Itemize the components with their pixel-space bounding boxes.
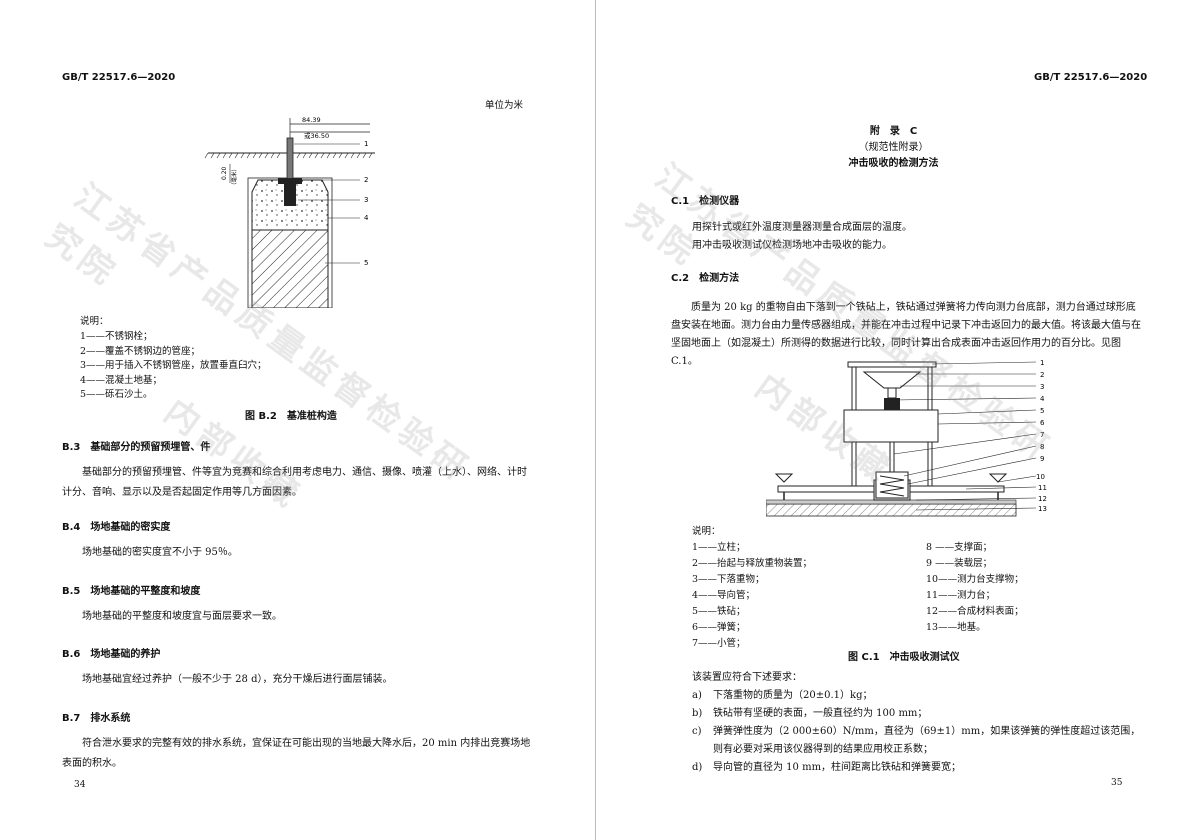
callout-4: 4: [364, 214, 369, 222]
section-heading-b7: B.7 排水系统: [62, 713, 131, 724]
page-35: GB/T 22517.6—2020 附 录 C （规范性附录） 冲击吸收的检测方…: [596, 0, 1191, 840]
legend-item: 9 ——装载层；: [926, 558, 993, 569]
legend-item: 6——弹簧；: [692, 622, 746, 633]
section-paragraph-b5: 场地基础的平整度和坡度宜与面层要求一致。: [82, 611, 282, 622]
fig-callout-7: 7: [1040, 431, 1044, 439]
legend-item: 4——混凝土地基；: [80, 375, 163, 386]
legend-item: 2——覆盖不锈钢边的管座；: [80, 346, 201, 357]
requirement-label: b): [692, 708, 703, 719]
legend-item: 1——不锈钢栓；: [80, 331, 153, 342]
requirement-text: 弹簧弹性度为（2 000±60）N/mm，直径为（69±1）mm，如果该弹簧的弹…: [713, 726, 1141, 755]
page-number: 35: [1111, 778, 1123, 788]
fig-callout-1: 1: [1040, 359, 1044, 367]
page-gutter: [595, 0, 596, 840]
fig-callout-5: 5: [1040, 407, 1044, 415]
figure-caption: 图 B.2 基准桩构造: [245, 411, 337, 422]
page-34: GB/T 22517.6—2020 单位为米 84.39 或36.50: [0, 0, 595, 840]
dim-bottom-label: 或36.50: [304, 131, 329, 140]
section-heading-b5: B.5 场地基础的平整度和坡度: [62, 586, 201, 597]
fig-callout-12: 12: [1038, 495, 1047, 503]
section-paragraph-b3: 基础部分的预留预埋管、件等宜为竞赛和综合利用考虑电力、通信、摄像、喷灌（上水）、…: [62, 467, 527, 498]
callout-5: 5: [364, 259, 368, 267]
annex-name: 冲击吸收的检测方法: [848, 158, 939, 169]
requirement-text: 铁砧带有坚硬的表面，一般直径约为 100 mm；: [713, 708, 928, 719]
units-note: 单位为米: [485, 100, 524, 111]
legend-item: 4——导向管；: [692, 590, 756, 601]
section-heading-c2: C.2 检测方法: [671, 273, 740, 284]
section-heading-b6: B.6 场地基础的养护: [62, 649, 161, 660]
legend-item: 3——用于插入不锈钢管座，放置垂直臼穴；: [80, 360, 267, 371]
annex-subtitle: （规范性附录）: [858, 142, 929, 153]
callout-2: 2: [364, 176, 368, 184]
section-heading-b4: B.4 场地基础的密实度: [62, 522, 171, 533]
legend-title: 说明：: [692, 526, 721, 537]
fig-callout-9: 9: [1040, 455, 1044, 463]
fig-callout-3: 3: [1040, 383, 1044, 391]
legend-item: 5——铁砧；: [692, 606, 746, 617]
figure-caption: 图 C.1 冲击吸收测试仪: [848, 652, 960, 663]
fig-callout-2: 2: [1040, 371, 1044, 379]
dim-vertical-label: 0.20: [221, 166, 228, 180]
legend-item: 5——砾石沙土。: [80, 389, 153, 400]
requirement-text: 下落重物的质量为（20±0.1）kg；: [713, 690, 873, 701]
requirement-label: d): [692, 762, 703, 773]
legend-item: 11——测力台；: [926, 590, 996, 601]
section-paragraph-c2: 质量为 20 kg 的重物自由下落到一个铁砧上，铁砧通过弹簧将力传向测力台底部，…: [671, 302, 1141, 367]
fig-callout-8: 8: [1040, 443, 1044, 451]
legend-item: 10——测力台支撑物；: [926, 574, 1024, 585]
callout-3: 3: [364, 196, 368, 204]
fig-callout-10: 10: [1036, 473, 1045, 481]
legend-item: 12——合成材料表面；: [926, 606, 1024, 617]
section-paragraph-b6: 场地基础宜经过养护（一般不少于 28 d），充分干燥后进行面层铺装。: [82, 674, 393, 685]
section-paragraph-b7: 符合泄水要求的完整有效的排水系统，宜保证在可能出现的当地最大降水后，20 min…: [62, 738, 531, 769]
dim-vertical-note: （毫米）: [230, 166, 238, 188]
requirements-intro: 该装置应符合下述要求：: [692, 672, 802, 683]
fig-callout-4: 4: [1040, 395, 1045, 403]
requirement-text: 导向管的直径为 10 mm，柱间距离比铁砧和弹簧要宽；: [713, 762, 962, 773]
legend-item: 8 ——支撑面；: [926, 542, 993, 553]
legend-item: 2——抬起与释放重物装置；: [692, 558, 813, 569]
fig-callout-13: 13: [1038, 505, 1047, 513]
page-number: 34: [74, 780, 86, 790]
requirement-label: a): [692, 690, 702, 701]
callout-1: 1: [364, 140, 368, 148]
legend-item: 13——地基。: [926, 622, 986, 633]
section-paragraph-c1: 用探针式或红外温度测量器测量合成面层的温度。 用冲击吸收测试仪检测场地冲击吸收的…: [692, 222, 912, 251]
legend-item: 1——立柱；: [692, 542, 746, 553]
page-header: GB/T 22517.6—2020: [1034, 72, 1148, 83]
section-heading-c1: C.1 检测仪器: [671, 196, 740, 207]
fig-callout-6: 6: [1040, 419, 1045, 427]
page-header: GB/T 22517.6—2020: [62, 72, 176, 83]
legend-item: 7——小管；: [692, 638, 746, 649]
fig-callout-11: 11: [1038, 484, 1047, 492]
legend-title: 说明：: [80, 316, 109, 327]
requirement-label: c): [692, 726, 702, 737]
section-heading-b3: B.3 基础部分的预留预埋管、件: [62, 442, 211, 453]
figure-b2-benchmark-pile: 84.39 或36.50 0.20 （毫米）: [204, 116, 375, 308]
dim-top-label: 84.39: [302, 116, 321, 124]
annex-title: 附 录 C: [869, 126, 918, 137]
figure-c1-impact-tester: 1 2 3 4 5 6 7 8 9 10 11 12 13: [766, 359, 1047, 517]
legend-item: 3——下落重物；: [692, 574, 765, 585]
section-paragraph-b4: 场地基础的密实度宜不小于 95％。: [82, 547, 238, 558]
